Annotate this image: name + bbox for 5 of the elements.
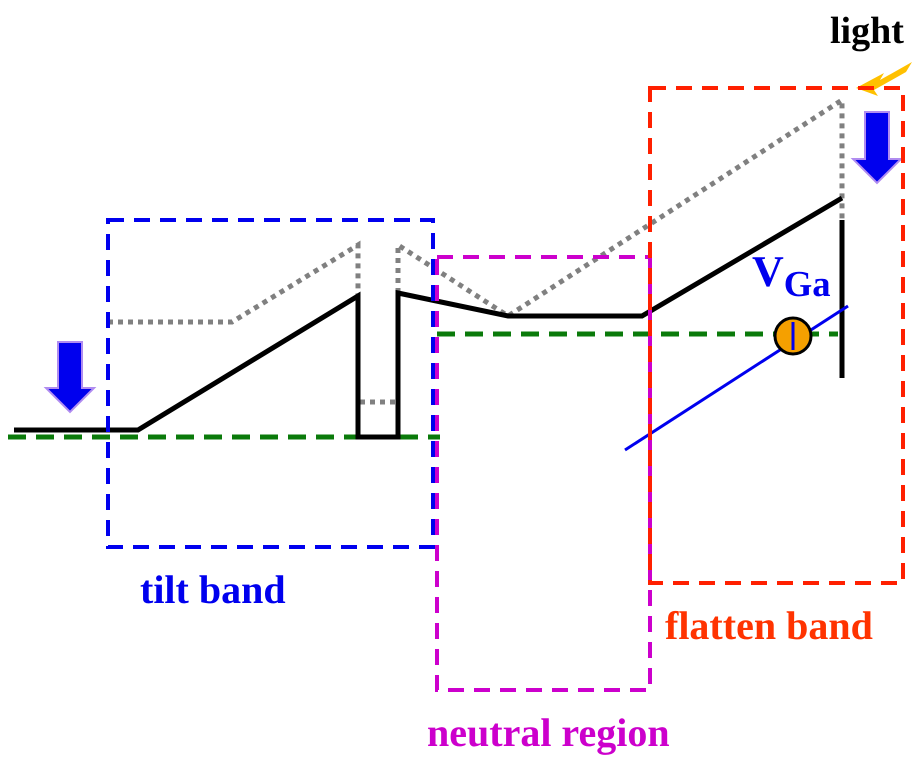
region-label: flatten band	[665, 606, 873, 646]
region-label: neutral region	[427, 713, 670, 753]
region-label: tilt band	[140, 570, 286, 610]
light-label: light	[830, 12, 904, 50]
vacancy-label: V$_{Ga}$	[752, 250, 831, 302]
